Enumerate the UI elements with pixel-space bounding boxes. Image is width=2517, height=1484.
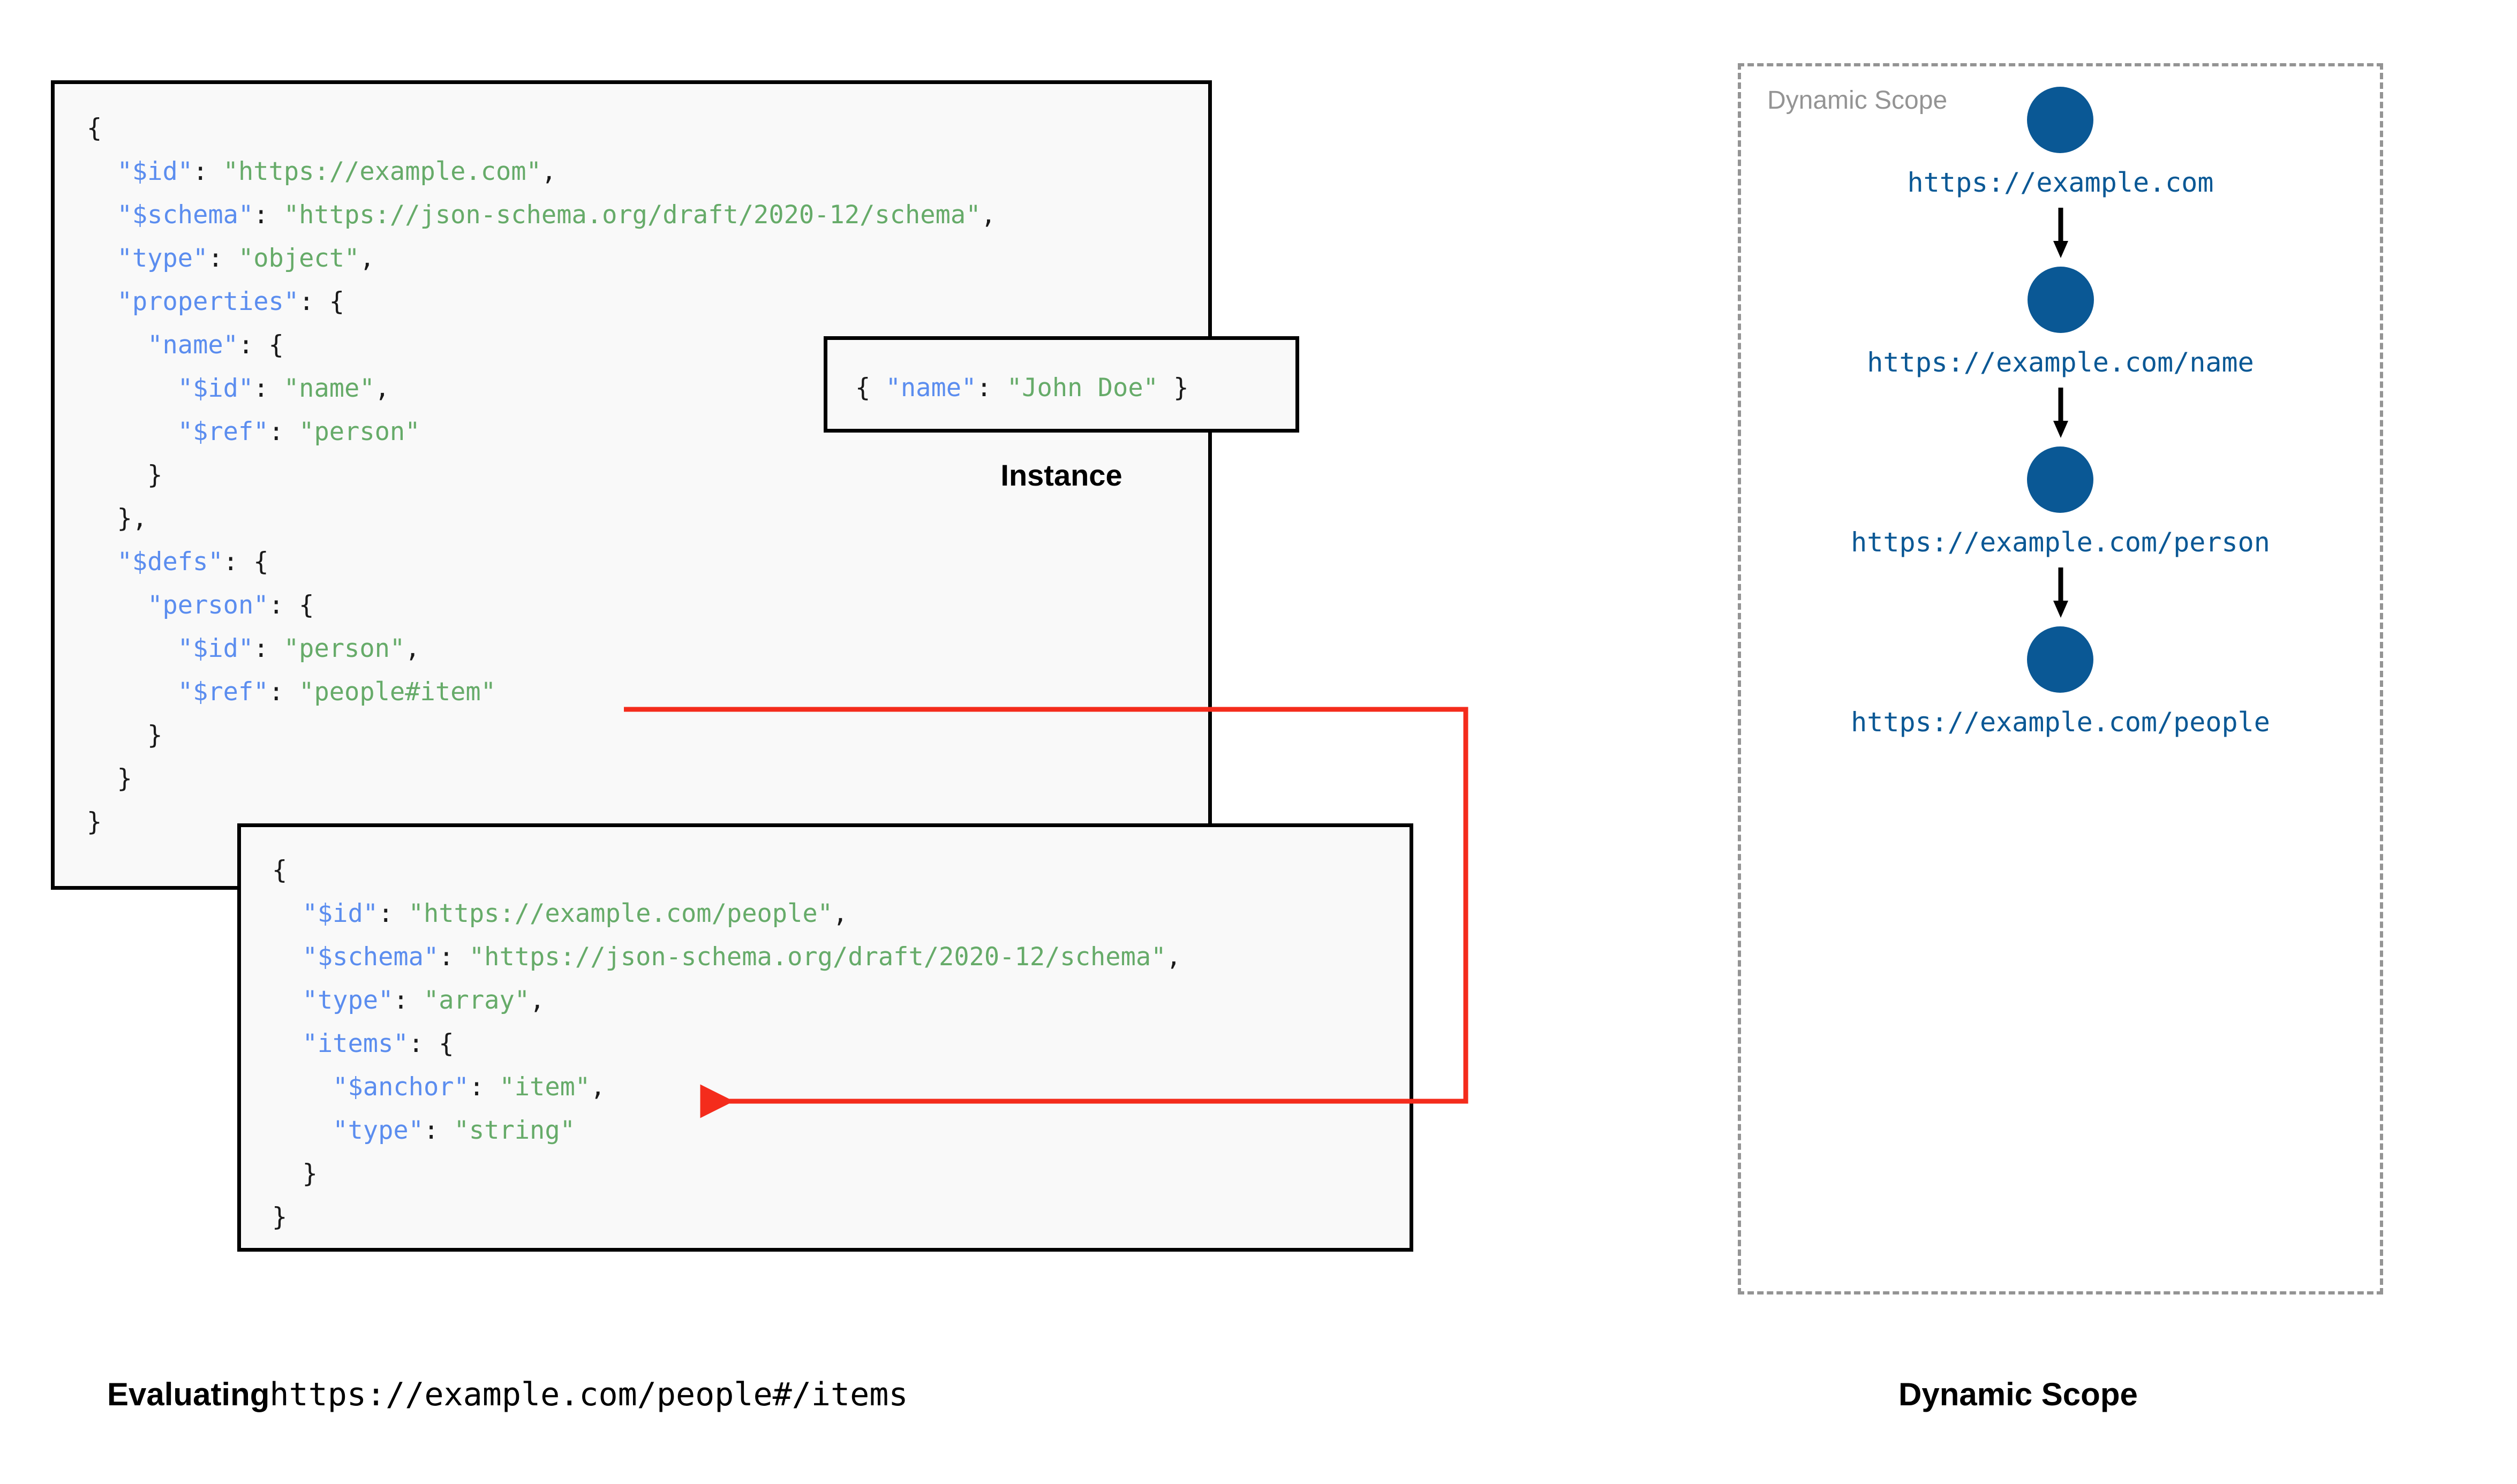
- evaluating-label: Evaluating: [107, 1376, 270, 1412]
- code-line: {: [87, 113, 102, 143]
- code-line: "items": {: [302, 1029, 454, 1058]
- evaluating-caption: Evaluatinghttps://example.com/people#/it…: [107, 1376, 908, 1413]
- scope-node: https://example.com: [1907, 87, 2214, 198]
- evaluating-uri: https://example.com/people#/items: [269, 1376, 908, 1413]
- code-line: }: [87, 721, 163, 750]
- scope-node-label: https://example.com: [1907, 167, 2214, 198]
- code-line: }: [87, 807, 102, 837]
- scope-down-arrow-icon: [2053, 388, 2068, 438]
- people-schema-code: { "$id": "https://example.com/people", "…: [272, 849, 1181, 1239]
- dynamic-scope-panel: [1738, 63, 2383, 1294]
- code-line: { "name": "John Doe" }: [855, 373, 1189, 403]
- scope-node-circle-icon: [2027, 446, 2094, 513]
- code-line: {: [272, 855, 288, 885]
- dynamic-scope-title: Dynamic Scope: [1767, 86, 1948, 115]
- code-line: "$id": "person",: [177, 634, 420, 663]
- code-line: "$ref": "people#item": [177, 677, 496, 707]
- dynamic-scope-caption: Dynamic Scope: [1898, 1376, 2138, 1412]
- code-line: "$ref": "person": [177, 417, 420, 446]
- scope-node: https://example.com/name: [1867, 267, 2254, 378]
- scope-down-arrow-icon: [2053, 208, 2068, 258]
- scope-node-circle-icon: [2027, 267, 2094, 333]
- instance-code: { "name": "John Doe" }: [855, 365, 1189, 412]
- code-line: }: [87, 460, 163, 490]
- code-line: "type": "string": [333, 1116, 575, 1145]
- scope-node-circle-icon: [2027, 626, 2094, 693]
- scope-node-circle-icon: [2027, 87, 2094, 153]
- code-line: "$id": "name",: [177, 374, 390, 403]
- scope-node: https://example.com/person: [1851, 446, 2270, 558]
- scope-node: https://example.com/people: [1851, 626, 2270, 738]
- scope-node-label: https://example.com/person: [1851, 527, 2270, 558]
- code-line: "$schema": "https://json-schema.org/draf…: [117, 200, 996, 230]
- code-line: "type": "object",: [117, 244, 375, 273]
- code-line: "properties": {: [117, 287, 345, 316]
- code-line: "person": {: [147, 590, 314, 620]
- code-line: "$anchor": "item",: [333, 1072, 606, 1102]
- instance-caption: Instance: [1000, 458, 1122, 492]
- root-schema-code: { "$id": "https://example.com", "$schema…: [87, 107, 996, 844]
- code-line: },: [87, 504, 148, 533]
- code-line: "$id": "https://example.com",: [117, 157, 557, 186]
- scope-down-arrow-icon: [2053, 567, 2068, 618]
- scope-node-label: https://example.com/name: [1867, 347, 2254, 378]
- code-line: "name": {: [147, 330, 284, 360]
- code-line: "type": "array",: [302, 986, 545, 1015]
- people-schema-box: { "$id": "https://example.com/people", "…: [237, 823, 1413, 1252]
- code-line: "$id": "https://example.com/people",: [302, 899, 848, 928]
- scope-node-label: https://example.com/people: [1851, 707, 2270, 738]
- code-line: "$defs": {: [117, 547, 269, 577]
- code-line: }: [272, 1202, 288, 1232]
- instance-box: { "name": "John Doe" }: [824, 336, 1299, 433]
- code-line: }: [87, 764, 132, 793]
- code-line: }: [272, 1159, 318, 1188]
- dynamic-scope-chain: https://example.com https://example.com/n…: [1738, 63, 2383, 1294]
- code-line: "$schema": "https://json-schema.org/draf…: [302, 942, 1181, 972]
